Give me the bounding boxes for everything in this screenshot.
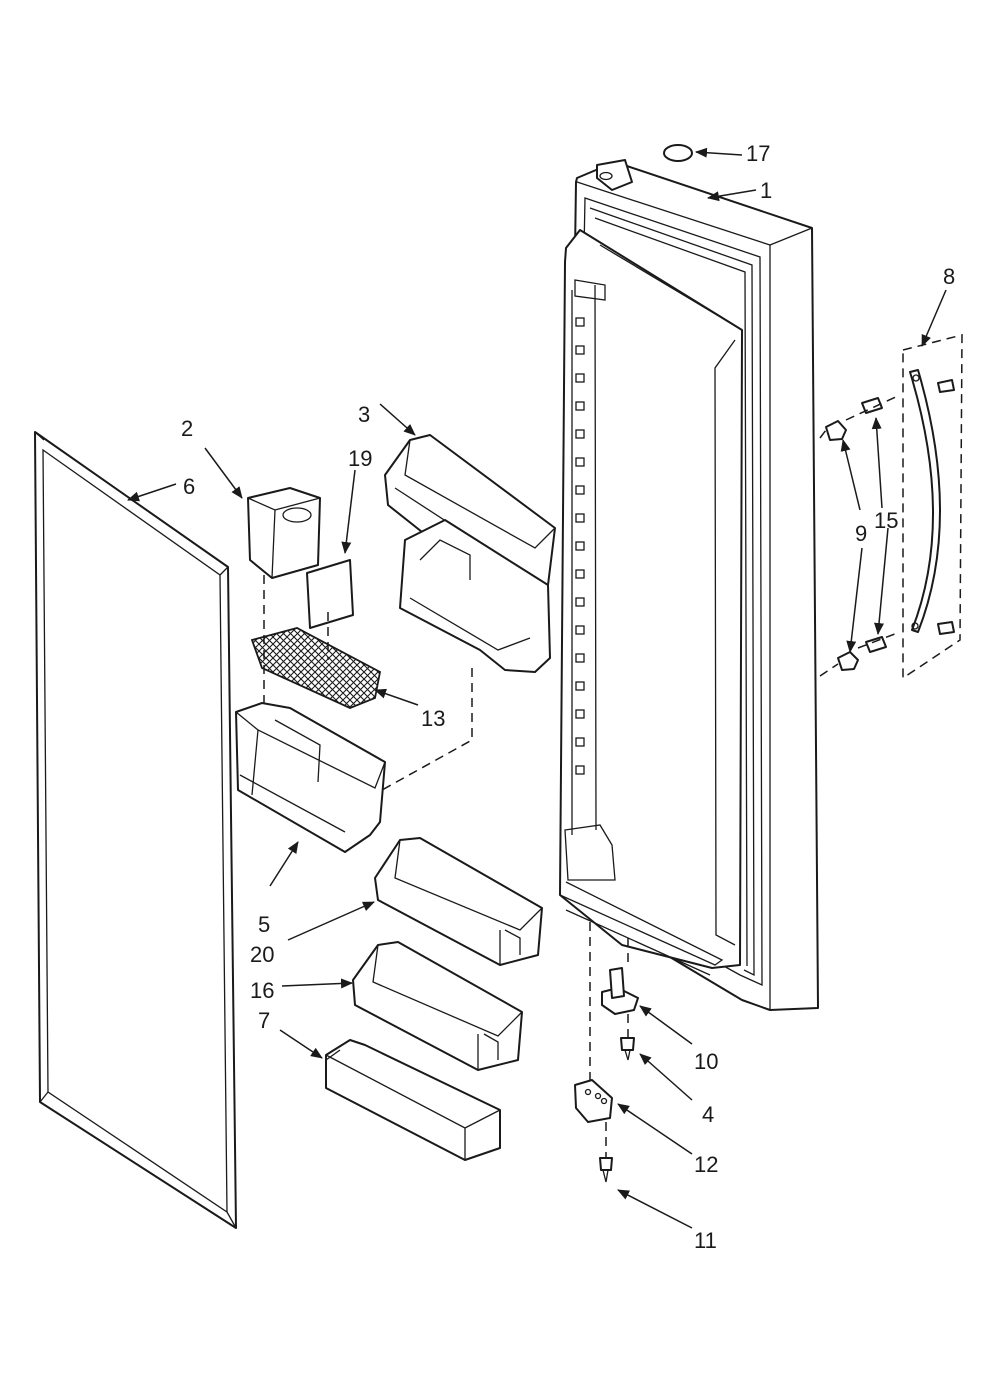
refrigerator-door [559,159,819,1011]
callout-17: 17 [746,141,770,166]
dispenser-bin [384,434,556,673]
door-handle [902,334,963,680]
handle-screws [861,397,887,653]
callout-6: 6 [183,474,195,499]
callout-7: 7 [258,1008,270,1033]
callout-12: 12 [694,1152,718,1177]
callout-15: 15 [874,508,898,533]
callout-3: 3 [358,402,370,427]
callout-8: 8 [943,264,955,289]
hinge-plug [663,144,693,162]
ice-rack [250,627,382,709]
screw-lower [599,1157,613,1183]
shelf-rail-studs [575,317,585,775]
callout-1: 1 [760,178,772,203]
callout-20: 20 [250,942,274,967]
door-bin-lower [352,941,523,1072]
handle-studs [825,420,859,671]
callout-4: 4 [702,1102,714,1127]
callout-5: 5 [258,912,270,937]
bottom-shelf [325,1039,501,1161]
callout-11: 11 [694,1228,717,1253]
callout-10: 10 [694,1049,718,1074]
ice-bucket [235,702,386,853]
screw-upper [620,1037,635,1061]
hinge-bracket [574,1079,613,1123]
callout-9: 9 [855,521,867,546]
assembly-guide-lines [263,394,901,1158]
door-gasket [34,431,237,1229]
deflector-plate [306,559,354,629]
callout-2: 2 [181,416,193,441]
door-bin-upper [374,837,543,967]
ice-dispenser-cover [247,487,321,579]
callout-13: 13 [421,706,445,731]
callout-labels: 17 1 2 6 19 3 13 5 20 16 7 8 15 9 10 4 1… [181,141,955,1253]
callout-leaders [127,147,947,1229]
callout-16: 16 [250,978,274,1003]
callout-19: 19 [348,446,372,471]
hinge-pin [601,967,639,1015]
